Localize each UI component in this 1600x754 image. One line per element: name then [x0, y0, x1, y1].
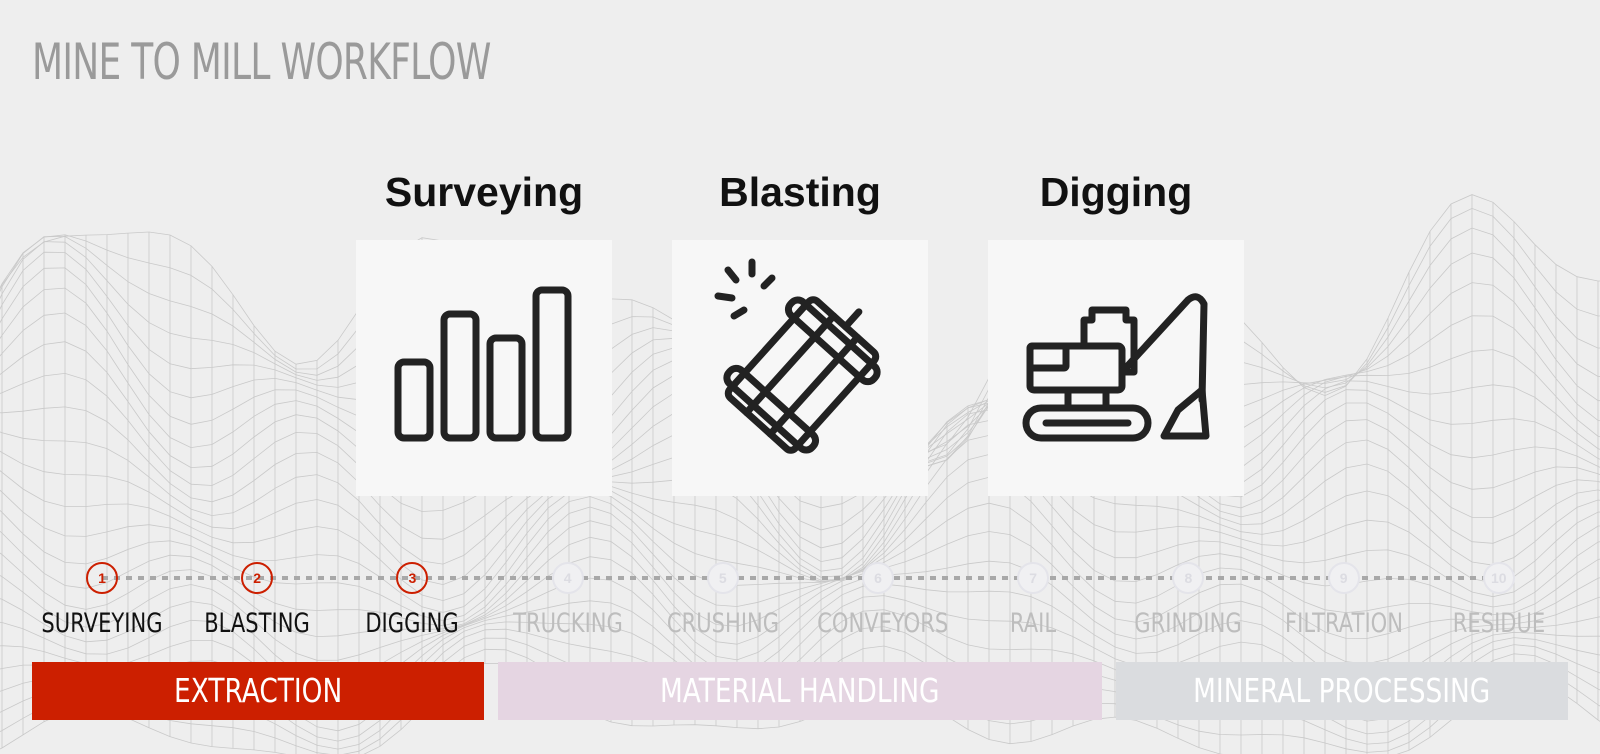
step-label: CRUSHING	[666, 608, 779, 639]
card-icon-box	[988, 240, 1244, 496]
step-label: TRUCKING	[512, 608, 623, 639]
phase-extraction: EXTRACTION	[32, 662, 484, 720]
card-title: Blasting	[719, 169, 881, 215]
step-label: SURVEYING	[41, 608, 163, 639]
step-label: BLASTING	[204, 608, 310, 639]
step-number-badge: 2	[241, 562, 274, 594]
card-icon-box	[356, 240, 612, 496]
phase-mineral-processing: MINERAL PROCESSING	[1116, 662, 1568, 720]
step-number-badge: 9	[1327, 562, 1360, 594]
step-number-badge: 6	[862, 562, 894, 594]
dynamite-icon	[714, 258, 881, 454]
bar-chart-icon	[394, 286, 572, 442]
card-surveying: Surveying	[356, 164, 612, 496]
step-label: FILTRATION	[1284, 608, 1403, 639]
card-icon-box	[672, 240, 928, 496]
step-number-badge: 10	[1482, 562, 1515, 594]
step-label: CONVEYORS	[817, 608, 949, 639]
card-blasting: Blasting	[672, 164, 928, 496]
timeline-connector	[102, 576, 1498, 580]
card-digging: Digging	[988, 164, 1244, 496]
page-title: MINE TO MILL WORKFLOW	[32, 33, 491, 91]
step-number-badge: 1	[86, 562, 118, 594]
step-number-badge: 4	[551, 562, 584, 594]
step-number-badge: 3	[396, 562, 429, 594]
step-label: RESIDUE	[1452, 608, 1546, 639]
step-number-badge: 5	[706, 562, 739, 594]
excavator-icon	[1022, 293, 1210, 442]
step-label: RAIL	[1010, 608, 1057, 639]
phase-material-handling: MATERIAL HANDLING	[498, 662, 1102, 720]
step-number-badge: 8	[1172, 562, 1205, 594]
card-title: Surveying	[384, 169, 584, 215]
step-label: DIGGING	[365, 608, 460, 639]
step-number-badge: 7	[1017, 562, 1050, 594]
step-label: GRINDING	[1134, 608, 1243, 639]
card-title: Digging	[1039, 169, 1193, 215]
